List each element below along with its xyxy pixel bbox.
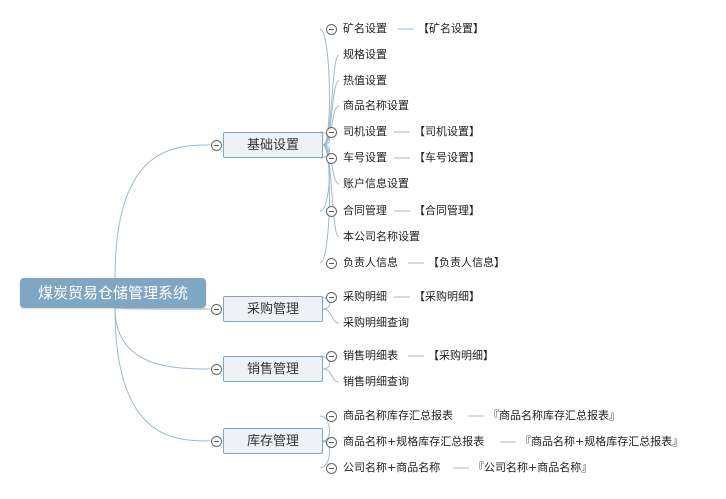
item-node[interactable]: 合同管理 bbox=[343, 204, 387, 217]
branch-item-link bbox=[319, 440, 330, 469]
item-node[interactable]: 公司名称+商品名称 bbox=[343, 461, 441, 474]
reference-node[interactable]: 【矿名设置】 bbox=[418, 22, 484, 35]
branch-item-link bbox=[322, 105, 340, 146]
item-node[interactable]: 热值设置 bbox=[343, 74, 387, 87]
branch-item-link bbox=[322, 368, 340, 383]
item-node[interactable]: 矿名设置 bbox=[343, 22, 387, 35]
item-node[interactable]: 销售明细表 bbox=[343, 349, 398, 362]
collapse-toggle-icon[interactable] bbox=[325, 126, 337, 138]
reference-node[interactable]: 『商品名称+规格库存汇总报表』 bbox=[520, 435, 684, 448]
collapse-toggle-icon[interactable] bbox=[325, 436, 337, 448]
branch-node[interactable]: 采购管理 bbox=[223, 296, 323, 322]
item-node[interactable]: 规格设置 bbox=[343, 48, 387, 61]
collapse-toggle-icon[interactable] bbox=[210, 139, 222, 151]
reference-node[interactable]: 【车号设置】 bbox=[414, 151, 480, 164]
collapse-toggle-icon[interactable] bbox=[210, 435, 222, 447]
branch-node[interactable]: 销售管理 bbox=[223, 356, 323, 382]
root-branch-link bbox=[114, 144, 211, 279]
collapse-toggle-icon[interactable] bbox=[210, 363, 222, 375]
collapse-toggle-icon[interactable] bbox=[325, 291, 337, 303]
branch-item-link bbox=[319, 28, 330, 146]
root-node[interactable]: 煤炭贸易仓储管理系统 bbox=[20, 278, 206, 308]
item-node[interactable]: 采购明细查询 bbox=[343, 316, 409, 329]
collapse-toggle-icon[interactable] bbox=[325, 205, 337, 217]
item-node[interactable]: 本公司名称设置 bbox=[343, 230, 420, 243]
root-branch-link bbox=[114, 307, 211, 310]
branch-node[interactable]: 库存管理 bbox=[223, 428, 323, 454]
branch-item-link bbox=[319, 144, 330, 264]
branch-item-link bbox=[319, 415, 330, 442]
item-node[interactable]: 商品名称+规格库存汇总报表 bbox=[343, 435, 485, 448]
reference-node[interactable]: 【负责人信息】 bbox=[428, 256, 505, 269]
reference-node[interactable]: 【采购明细】 bbox=[414, 290, 480, 303]
reference-node[interactable]: 【采购明细】 bbox=[428, 349, 494, 362]
item-node[interactable]: 负责人信息 bbox=[343, 256, 398, 269]
item-node[interactable]: 账户信息设置 bbox=[343, 177, 409, 190]
root-branch-link bbox=[114, 307, 211, 370]
collapse-toggle-icon[interactable] bbox=[210, 303, 222, 315]
item-node[interactable]: 司机设置 bbox=[343, 125, 387, 138]
collapse-toggle-icon[interactable] bbox=[325, 257, 337, 269]
reference-node[interactable]: 『商品名称库存汇总报表』 bbox=[488, 409, 620, 422]
branch-item-link bbox=[322, 54, 340, 146]
collapse-toggle-icon[interactable] bbox=[325, 462, 337, 474]
reference-node[interactable]: 『公司名称+商品名称』 bbox=[473, 461, 593, 474]
collapse-toggle-icon[interactable] bbox=[325, 350, 337, 362]
reference-node[interactable]: 【合同管理】 bbox=[414, 204, 480, 217]
reference-node[interactable]: 【司机设置】 bbox=[414, 125, 480, 138]
branch-node[interactable]: 基础设置 bbox=[223, 132, 323, 158]
collapse-toggle-icon[interactable] bbox=[325, 152, 337, 164]
root-branch-link bbox=[114, 307, 211, 442]
item-node[interactable]: 车号设置 bbox=[343, 151, 387, 164]
collapse-toggle-icon[interactable] bbox=[325, 23, 337, 35]
item-node[interactable]: 商品名称库存汇总报表 bbox=[343, 409, 453, 422]
item-node[interactable]: 销售明细查询 bbox=[343, 375, 409, 388]
item-node[interactable]: 商品名称设置 bbox=[343, 99, 409, 112]
branch-item-link bbox=[322, 308, 340, 324]
collapse-toggle-icon[interactable] bbox=[325, 410, 337, 422]
item-node[interactable]: 采购明细 bbox=[343, 290, 387, 303]
